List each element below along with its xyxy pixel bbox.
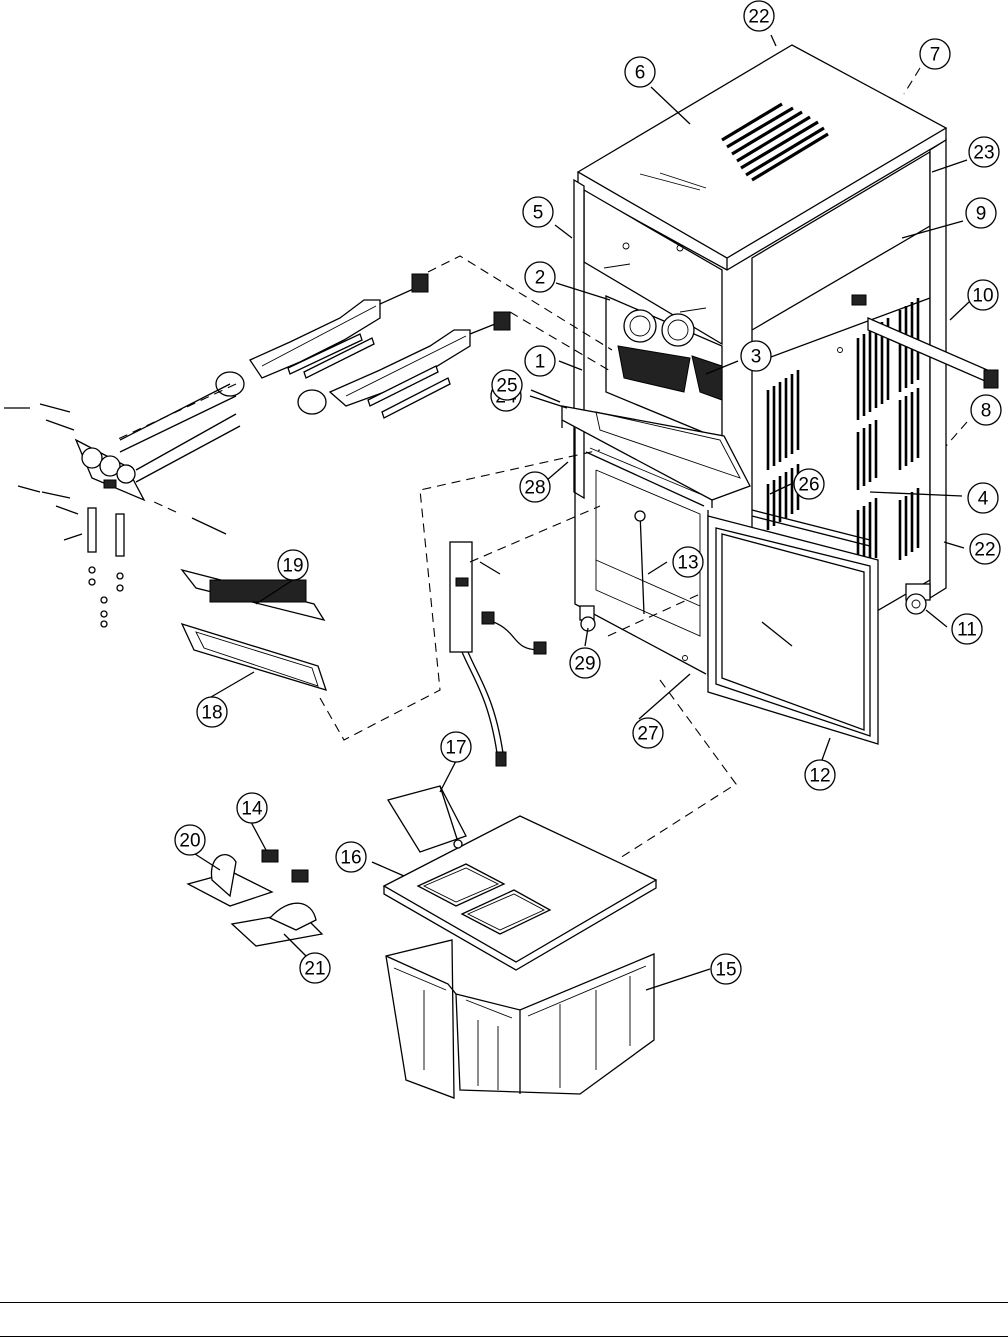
callout-22: 22: [744, 1, 774, 31]
callout-number: 13: [677, 553, 698, 574]
callout-8: 8: [971, 395, 1001, 425]
callout-number: 25: [496, 376, 517, 397]
callout-number: 8: [981, 401, 992, 422]
callout-20: 20: [175, 825, 205, 855]
rear-caster: [906, 584, 930, 614]
callout-number: 21: [304, 959, 325, 980]
callout-23: 23: [969, 137, 999, 167]
callout-number: 26: [798, 475, 819, 496]
callout-21: 21: [300, 953, 330, 983]
callout-number: 10: [972, 286, 993, 307]
callout-13: 13: [673, 547, 703, 577]
mix-container: [384, 786, 656, 1098]
callout-number: 18: [201, 703, 222, 724]
callout-10: 10: [968, 280, 998, 310]
callout-19: 19: [278, 550, 308, 580]
callout-6: 6: [625, 57, 655, 87]
callout-15: 15: [711, 954, 741, 984]
callout-number: 7: [930, 45, 941, 66]
callout-5: 5: [523, 197, 553, 227]
callout-14: 14: [237, 793, 267, 823]
callout-number: 22: [974, 540, 995, 561]
callout-number: 15: [715, 960, 736, 981]
callout-4: 4: [968, 483, 998, 513]
callout-17: 17: [441, 732, 471, 762]
callout-number: 11: [957, 620, 977, 641]
callout-28: 28: [520, 472, 550, 502]
callout-7: 7: [920, 39, 950, 69]
bottom-rule-lower: [0, 1336, 1008, 1337]
callout-number: 20: [179, 831, 200, 852]
callout-number: 2: [535, 268, 546, 289]
callout-12: 12: [805, 760, 835, 790]
callout-number: 16: [340, 848, 361, 869]
callout-number: 3: [751, 347, 762, 368]
callout-9: 9: [966, 198, 996, 228]
callout-number: 5: [533, 203, 544, 224]
callout-25: 25: [492, 370, 522, 400]
callout-number: 1: [535, 352, 546, 373]
callout-number: 23: [973, 143, 994, 164]
callout-number: 14: [241, 799, 263, 820]
callout-1: 1: [525, 346, 555, 376]
callout-number: 29: [574, 654, 595, 675]
callout-number: 22: [748, 7, 769, 28]
fitting-hose: [450, 542, 546, 766]
freezer-parts: [4, 274, 510, 627]
callout-number: 19: [282, 556, 303, 577]
hopper-accessories: [188, 850, 322, 946]
callout-number: 9: [976, 204, 987, 225]
callout-number: 28: [524, 478, 545, 499]
callout-number: 27: [637, 724, 658, 745]
callout-29: 29: [570, 648, 600, 678]
callout-number: 17: [445, 738, 466, 759]
callout-number: 6: [635, 63, 646, 84]
callout-27: 27: [633, 718, 663, 748]
callout-26: 26: [794, 469, 824, 499]
machine-cabinet: [562, 45, 998, 744]
callout-number: 4: [978, 489, 989, 510]
callout-2: 2: [525, 262, 555, 292]
callout-18: 18: [197, 697, 227, 727]
callout-11: 11: [952, 614, 982, 644]
callout-16: 16: [336, 842, 366, 872]
front-caster: [580, 606, 595, 631]
bottom-rule-upper: [0, 1302, 1008, 1303]
callout-22: 22: [970, 534, 1000, 564]
callout-number: 12: [809, 766, 830, 787]
callout-3: 3: [741, 341, 771, 371]
